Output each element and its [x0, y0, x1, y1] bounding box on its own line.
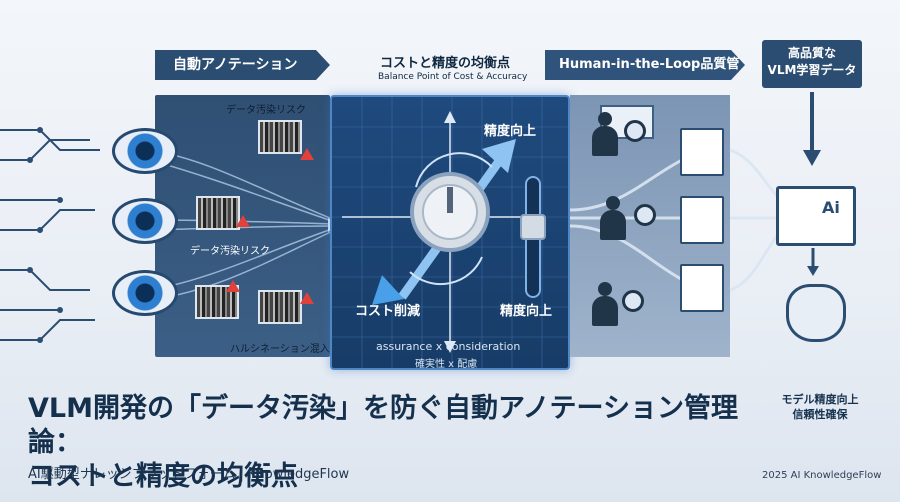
page-title: VLM開発の「データ汚染」を防ぐ自動アノテーション管理論： コストと精度の均衡点	[28, 392, 748, 494]
accuracy-up-top-label: 精度向上	[484, 124, 537, 139]
assurance-ja-label: 確実性 x 配慮	[415, 359, 478, 370]
platform-footer: AI駆動型ナレッジプラットフォーム | KnowledgeFlow	[28, 467, 350, 482]
eye-icon	[112, 128, 178, 174]
warning-icon	[226, 280, 240, 292]
document-image-icon	[680, 196, 724, 244]
magnifier-icon	[634, 204, 656, 226]
down-arrow-icon	[803, 92, 821, 166]
center-title: コストと精度の均衡点	[380, 56, 511, 71]
noisy-image-thumbnail	[258, 120, 302, 154]
auto-annotation-banner: 自動アノテーション	[155, 50, 330, 80]
brain-icon	[786, 284, 846, 342]
title-line-2: コストと精度の均衡点	[28, 461, 298, 492]
document-chart-icon	[680, 128, 724, 176]
hq-data-label: 高品質な VLM学習データ	[767, 46, 857, 77]
warning-icon	[236, 215, 250, 227]
reviewer-person-icon	[592, 112, 618, 156]
reviewer-person-icon	[600, 196, 626, 240]
copyright-footer: 2025 AI KnowledgeFlow	[762, 470, 882, 481]
assurance-en-label: assurance x consideration	[376, 340, 521, 353]
warning-icon	[300, 148, 314, 160]
document-chart-icon	[680, 264, 724, 312]
ai-doc-label: Ai	[822, 198, 840, 217]
balance-graph	[332, 97, 568, 368]
training-data-book-icon	[776, 186, 856, 246]
risk-label-mid: データ汚染リスク	[190, 246, 270, 257]
title-line-1: VLM開発の「データ汚染」を防ぐ自動アノテーション管理論：	[28, 393, 738, 458]
circuit-lines	[0, 127, 100, 343]
eye-icon	[112, 198, 178, 244]
magnifier-icon	[624, 120, 646, 142]
hallucination-label: ハルシネーション混入	[230, 344, 330, 355]
magnifier-icon	[622, 290, 644, 312]
reviewer-person-icon	[592, 282, 618, 326]
hq-data-banner	[762, 40, 862, 88]
hitl-banner: Human-in-the-Loop品質管理	[545, 50, 745, 80]
center-subtitle: Balance Point of Cost & Accuracy	[378, 72, 528, 82]
risk-label-top: データ汚染リスク	[226, 105, 306, 116]
noisy-image-thumbnail	[196, 196, 240, 230]
noisy-image-thumbnail	[258, 290, 302, 324]
cost-reduction-label: コスト削減	[355, 304, 421, 319]
accuracy-up-right-label: 精度向上	[500, 304, 553, 319]
warning-icon	[300, 292, 314, 304]
eye-icon	[112, 270, 178, 316]
down-arrow-icon	[807, 248, 819, 276]
output-caption: モデル精度向上 信頼性確保	[781, 393, 859, 421]
